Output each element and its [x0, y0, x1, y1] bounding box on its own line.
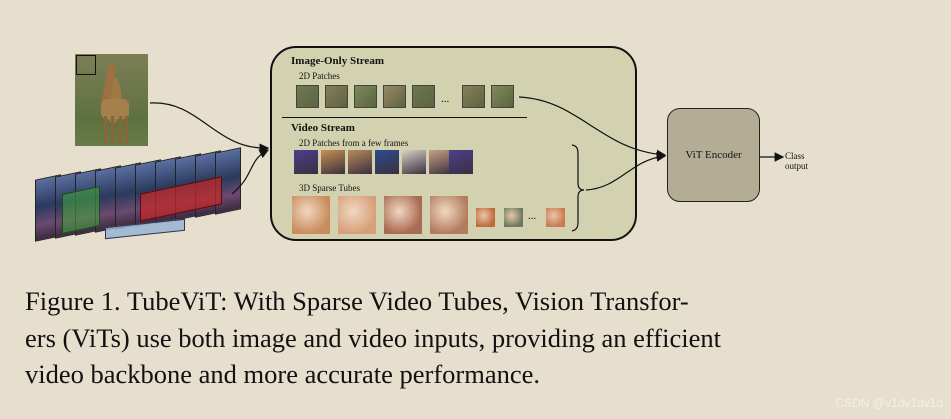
tubes-ellipsis: ...	[528, 210, 537, 222]
arrows-layer	[149, 96, 785, 232]
class-output-line1: Class	[785, 151, 805, 161]
watermark: CSDN @v1dv1dv1d	[835, 396, 943, 410]
video-patch	[321, 150, 345, 174]
image-patch-row: ...	[296, 85, 526, 110]
image-patch	[325, 85, 348, 108]
sparse-tube	[384, 196, 422, 234]
image-patches-ellipsis: ...	[441, 93, 450, 105]
image-patch	[412, 85, 435, 108]
video-patch	[348, 150, 372, 174]
class-output-label: Class output	[785, 151, 808, 171]
giraffe-image	[75, 54, 148, 146]
video-stream-to-encoder-arrow	[585, 152, 667, 191]
video-2d-patches-label: 2D Patches from a few frames	[299, 138, 409, 148]
small-tube	[546, 208, 565, 227]
image-2d-patches-label: 2D Patches	[299, 71, 340, 81]
sparse-tube	[430, 196, 468, 234]
video-stream-title: Video Stream	[291, 122, 355, 134]
video-patch	[375, 150, 399, 174]
video-to-stream-arrow	[231, 149, 270, 195]
image-stream-to-encoder-arrow	[518, 96, 667, 160]
3d-sparse-tubes-label: 3D Sparse Tubes	[299, 183, 361, 193]
video-patch-row: ...	[294, 150, 484, 176]
figure-caption: Figure 1. TubeViT: With Sparse Video Tub…	[25, 283, 925, 393]
video-patch	[294, 150, 318, 174]
video-patch	[449, 150, 473, 174]
vit-encoder-label: ViT Encoder	[685, 149, 742, 161]
class-output-line2: output	[785, 161, 809, 171]
patch-highlight-box	[76, 55, 96, 75]
small-tube	[504, 208, 523, 227]
tube-row: ...	[292, 196, 582, 236]
sparse-tube	[292, 196, 330, 234]
image-patch	[491, 85, 514, 108]
video-patch	[402, 150, 426, 174]
caption-line-3: video backbone and more accurate perform…	[25, 359, 541, 389]
caption-line-2: ers (ViTs) use both image and video inpu…	[25, 322, 721, 353]
image-only-stream-title: Image-Only Stream	[291, 55, 384, 67]
image-patch	[383, 85, 406, 108]
sparse-tube	[338, 196, 376, 234]
small-tube	[476, 208, 495, 227]
video-stream-brace	[571, 144, 585, 232]
image-patch	[296, 85, 319, 108]
image-to-stream-arrow	[149, 102, 270, 154]
image-patch	[462, 85, 485, 108]
vit-encoder-box: ViT Encoder	[667, 108, 760, 202]
image-patch	[354, 85, 377, 108]
stream-divider	[282, 117, 527, 118]
caption-line-1: Figure 1. TubeViT: With Sparse Video Tub…	[25, 286, 689, 316]
figure-diagram: Image-Only Stream 2D Patches ... Video S…	[35, 46, 808, 242]
